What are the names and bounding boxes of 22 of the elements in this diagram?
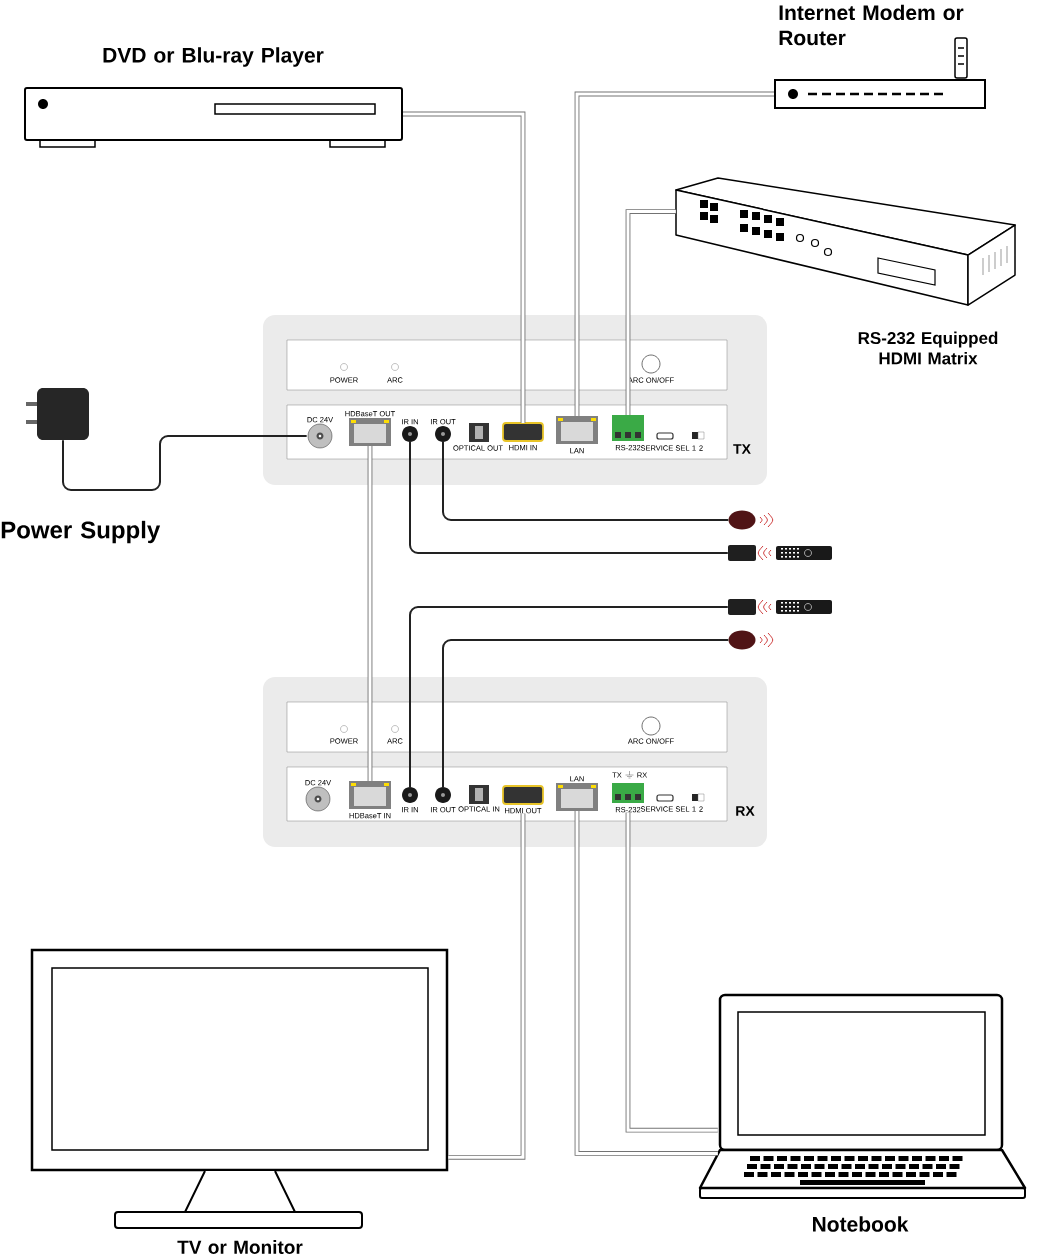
cable bbox=[442, 441, 730, 521]
cable bbox=[62, 435, 308, 491]
ir-receiver bbox=[728, 545, 756, 561]
cable bbox=[448, 813, 526, 1160]
cable bbox=[409, 441, 729, 554]
device-label: RS-232 Equipped HDMI Matrix bbox=[858, 331, 998, 365]
cable bbox=[625, 812, 718, 1133]
cable bbox=[367, 446, 373, 781]
cable bbox=[409, 606, 729, 788]
cable bbox=[625, 209, 676, 415]
ir-receiver bbox=[728, 599, 756, 615]
device-label: Notebook bbox=[813, 1216, 909, 1232]
device-label: Internet Modem or Router bbox=[779, 4, 964, 46]
device-label: Power Supply bbox=[1, 520, 161, 544]
cable bbox=[403, 111, 526, 423]
cable bbox=[442, 639, 730, 788]
cable bbox=[574, 91, 774, 416]
ir-emitter bbox=[728, 510, 756, 530]
device-label: DVD or Blu-ray Player bbox=[103, 47, 324, 67]
cable bbox=[574, 811, 718, 1156]
ir-emitter bbox=[728, 630, 756, 650]
device-label: TV or Monitor bbox=[177, 1240, 303, 1254]
